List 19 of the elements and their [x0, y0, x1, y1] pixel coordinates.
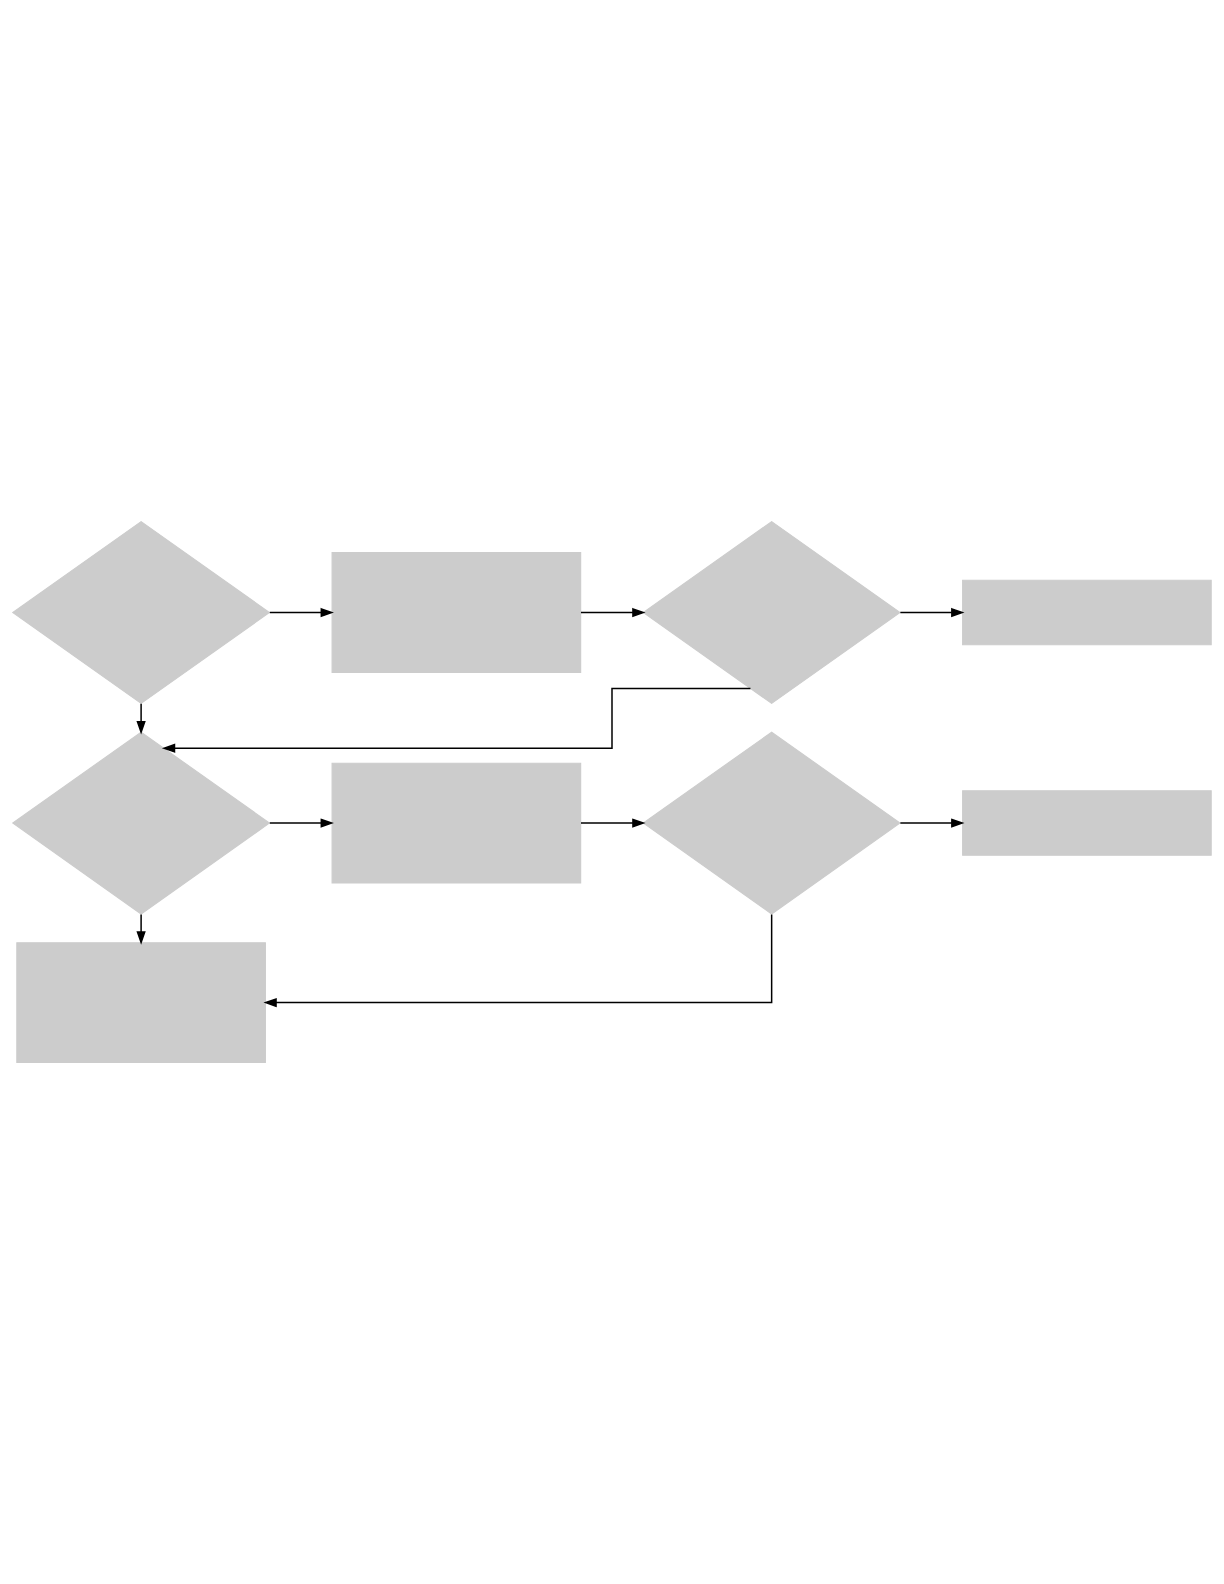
arrow [580, 818, 646, 828]
arrow [269, 818, 334, 828]
node-diamond [642, 520, 901, 705]
arrow [136, 913, 146, 945]
arrow [580, 607, 646, 618]
node-box [962, 790, 1212, 856]
node-diamond [11, 520, 271, 705]
node-box [331, 762, 582, 884]
arrow [269, 607, 334, 618]
node-box [331, 552, 582, 673]
arrow [899, 818, 965, 828]
node-box [16, 942, 266, 1063]
node-diamond [11, 731, 271, 915]
arrow [161, 687, 752, 753]
node-diamond [642, 731, 901, 915]
node-box [962, 579, 1212, 646]
arrow [136, 702, 146, 735]
arrow [263, 913, 773, 1008]
arrow [899, 607, 965, 618]
